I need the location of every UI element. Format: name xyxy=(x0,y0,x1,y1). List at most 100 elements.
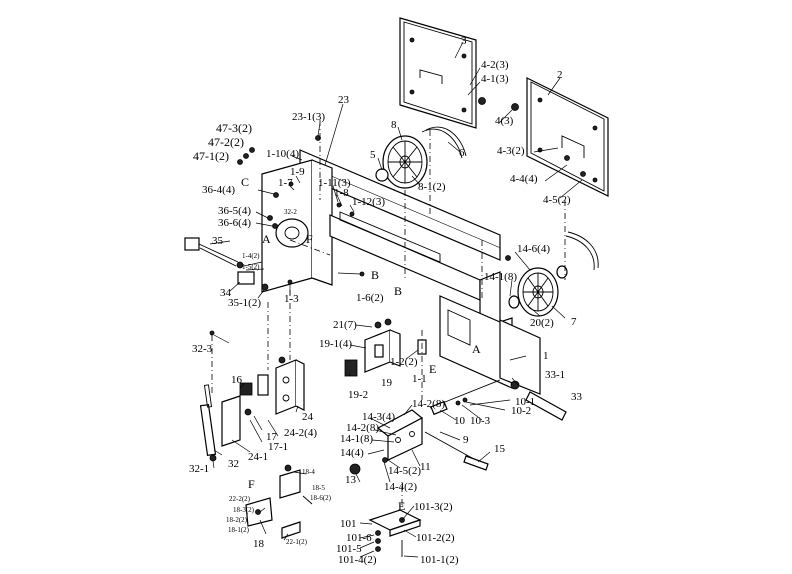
screw-1-6 xyxy=(359,271,365,277)
part-label-p36-5-4: 36-5(4) xyxy=(218,205,251,217)
part-label-p101-3-2: 101-3(2) xyxy=(414,501,453,513)
part-label-p22-1-2: 22-1(2) xyxy=(286,538,308,546)
knob-4 xyxy=(478,97,486,105)
part-label-p1-7: 1-7 xyxy=(278,177,293,189)
belt-6 xyxy=(421,128,463,159)
part-label-p18-3-2: 18-3(2) xyxy=(233,506,255,514)
part-label-pE1: E xyxy=(429,362,436,376)
part-label-pE2: E xyxy=(398,499,405,513)
part-label-p36-4-4: 36-4(4) xyxy=(202,184,235,196)
block-24-2 xyxy=(257,374,269,396)
part-label-p9: 9 xyxy=(463,434,469,446)
bearing-20 xyxy=(508,295,520,309)
nut-13 xyxy=(349,463,361,475)
bearing-5 xyxy=(375,168,389,182)
shaft-10 xyxy=(429,379,501,416)
part-label-p33: 33 xyxy=(571,391,583,403)
part-label-pC: C xyxy=(241,175,249,189)
part-label-p101-2-2: 101-2(2) xyxy=(416,532,455,544)
part-label-p18-2-2: 18-2(2) xyxy=(226,516,248,524)
part-label-p32-1: 32-1 xyxy=(189,463,209,475)
part-label-p1-3: 1-3 xyxy=(284,293,299,305)
screw-35-1 xyxy=(261,283,269,291)
part-label-p101: 101 xyxy=(340,518,357,530)
screw-32-3 xyxy=(209,330,215,336)
part-label-p1-11-3: 1-11(3) xyxy=(318,177,351,189)
washer-14-5 xyxy=(382,457,388,463)
part-label-p18-6-2: 18-6(2) xyxy=(310,494,332,502)
washer-36-5 xyxy=(267,215,273,221)
part-label-p1-8: 1-8 xyxy=(334,187,349,199)
part-label-p14-2-8a: 14-2(8) xyxy=(412,398,445,410)
part-label-pA2: A xyxy=(472,342,481,356)
part-label-p4-3: 4(3) xyxy=(495,115,514,127)
blade-guide-24 xyxy=(275,356,305,415)
part-label-p18-4: 18-4 xyxy=(302,468,315,476)
part-label-p35: 35 xyxy=(212,235,224,247)
part-label-p14-6-4: 14-6(4) xyxy=(517,243,550,255)
part-label-p1: 1 xyxy=(543,350,549,362)
part-label-p13: 13 xyxy=(345,474,357,486)
part-label-p19: 19 xyxy=(381,377,393,389)
knob-4b xyxy=(511,103,519,111)
screw-14-1 xyxy=(505,255,511,261)
screw-36-4 xyxy=(273,192,279,198)
part-label-p23: 23 xyxy=(338,94,350,106)
part-label-p36-6-4: 36-6(4) xyxy=(218,217,251,229)
part-label-p17-1: 17-1 xyxy=(268,441,288,453)
part-label-p19-1-4: 19-1(4) xyxy=(319,338,352,350)
part-label-p4-2-3: 4-2(3) xyxy=(481,59,509,71)
part-label-p10-2: 10-2 xyxy=(511,405,531,417)
part-label-p4-3-2: 4-3(2) xyxy=(497,145,525,157)
part-label-p18: 18 xyxy=(253,538,265,550)
part-label-p22-2-2: 22-2(2) xyxy=(229,495,251,503)
bracket-34 xyxy=(237,271,255,285)
part-label-p32: 32 xyxy=(228,458,239,470)
part-label-p14-1-8: 14-1(8) xyxy=(484,271,517,283)
bearing-14-6 xyxy=(556,265,568,279)
part-label-pF2: F xyxy=(248,477,255,491)
part-label-p32-2: 32-2 xyxy=(284,208,297,216)
part-label-p4-5-2: 4-5(2) xyxy=(543,194,571,206)
wheel-7 xyxy=(517,267,559,317)
part-label-p34: 34 xyxy=(220,287,232,299)
part-label-p11: 11 xyxy=(420,461,431,473)
part-label-p5: 5 xyxy=(370,149,376,161)
part-label-p4-4-4: 4-4(4) xyxy=(510,173,538,185)
switch-16 xyxy=(239,382,253,396)
part-label-p24: 24 xyxy=(302,411,314,423)
nut-4-5 xyxy=(580,171,586,177)
part-label-p16: 16 xyxy=(231,374,243,386)
part-label-p2: 2 xyxy=(557,69,563,81)
part-label-p8-1-2: 8-1(2) xyxy=(418,181,446,193)
part-label-p33-1: 33-1 xyxy=(545,369,565,381)
power-cable-35 xyxy=(184,237,244,269)
bolt-47-3 xyxy=(249,147,255,153)
part-label-p21-7: 21(7) xyxy=(333,319,357,331)
part-label-p47-3-2: 47-3(2) xyxy=(216,121,252,135)
part-label-pF1: F xyxy=(306,232,313,246)
part-label-p24-2-4: 24-2(4) xyxy=(284,427,317,439)
part-label-p17: 17 xyxy=(266,431,278,443)
part-label-p1-9: 1-9 xyxy=(290,166,305,178)
part-label-p3: 3 xyxy=(461,35,467,47)
part-label-p14-4-2: 14-4(2) xyxy=(384,481,417,493)
switch-assembly-19 xyxy=(344,318,401,377)
part-label-p101-5: 101-5 xyxy=(336,543,362,555)
part-label-p1-10-4: 1-10(4) xyxy=(266,148,299,160)
part-label-p24-1: 24-1 xyxy=(248,451,268,463)
part-label-p14-5-2: 14-5(2) xyxy=(388,465,421,477)
drive-hub-plate xyxy=(275,218,309,248)
part-label-p1-2-2: 1-2(2) xyxy=(390,356,418,368)
saw-frame-bow xyxy=(261,149,541,395)
part-label-p101-4-2: 101-4(2) xyxy=(338,554,377,566)
bolt-17 xyxy=(244,408,252,416)
part-label-p19-2: 19-2 xyxy=(348,389,368,401)
bracket-101 xyxy=(368,509,422,557)
part-label-p4-1-3: 4-1(3) xyxy=(481,73,509,85)
door-cover-3 xyxy=(399,17,477,129)
part-label-p18-1-2: 18-1(2) xyxy=(228,526,250,534)
bracket-11 xyxy=(376,409,424,461)
rod-9 xyxy=(424,431,473,459)
